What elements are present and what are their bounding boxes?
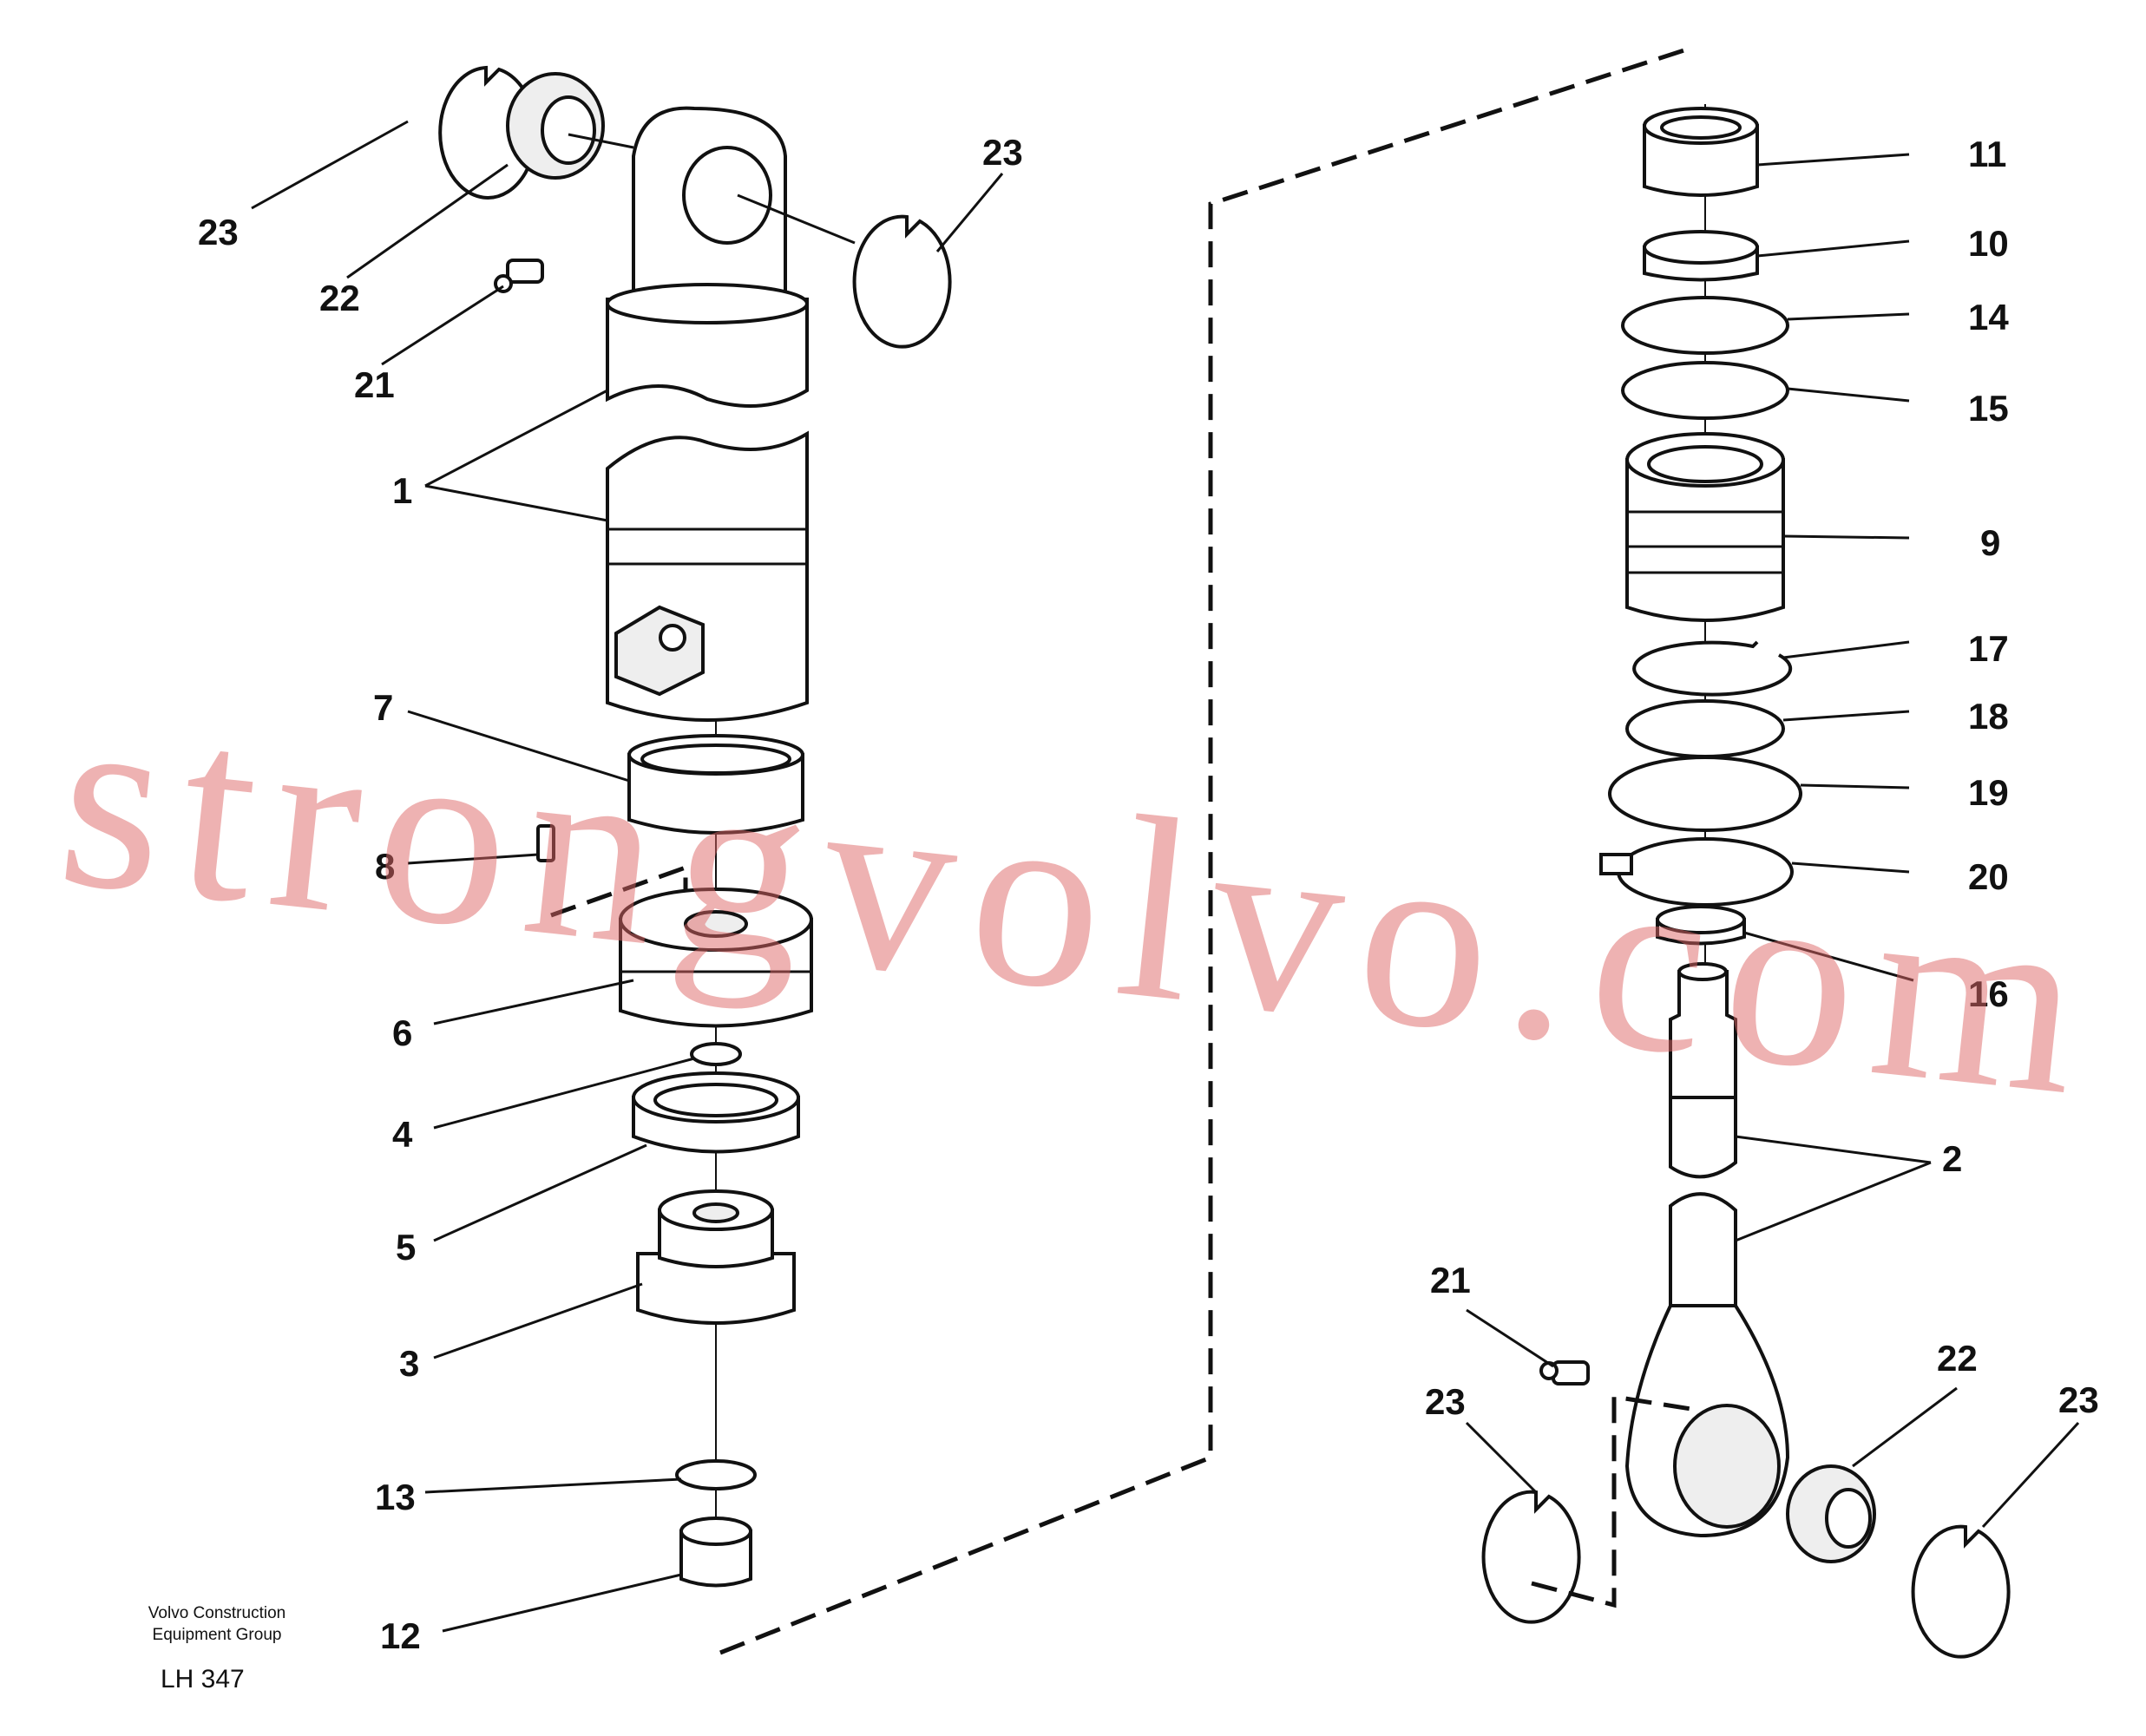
ring-16 — [1656, 905, 1746, 946]
label-left-1: 1 — [392, 470, 412, 511]
label-right-21: 21 — [1430, 1260, 1471, 1300]
o-ring-14 — [1621, 296, 1789, 355]
cylinder-head-9 — [1625, 432, 1785, 622]
dashed-link-line — [719, 45, 1693, 1655]
label-right-18: 18 — [1968, 696, 2009, 737]
grease-nipple-21-right — [1539, 1360, 1590, 1386]
label-right-23a: 23 — [1425, 1381, 1466, 1422]
label-right-15: 15 — [1968, 388, 2009, 429]
label-right-9: 9 — [1980, 522, 2000, 563]
label-left-8: 8 — [375, 846, 395, 887]
guide-ring-7 — [627, 734, 804, 835]
cylinder-assembly-left — [251, 65, 1004, 1633]
set-screw-8 — [536, 824, 555, 862]
label-right-11: 11 — [1968, 134, 2006, 174]
caption-line2: Equipment Group — [153, 1626, 282, 1644]
label-right-23b: 23 — [2058, 1379, 2099, 1420]
label-left-5: 5 — [396, 1227, 416, 1268]
cylinder-tube-upper — [606, 298, 809, 408]
seal-ring-13 — [675, 1459, 757, 1490]
piston-rod-assembly-right — [1465, 104, 2080, 1659]
label-left-22: 22 — [319, 278, 360, 318]
ring-5 — [632, 1071, 800, 1154]
caption-code: LH 347 — [161, 1665, 245, 1693]
publisher-caption: Volvo Construction Equipment Group LH 34… — [148, 1604, 285, 1693]
label-right-17: 17 — [1968, 628, 2009, 669]
part-number-labels: 23 22 21 1 7 8 6 4 5 3 13 12 23 11 10 14… — [198, 132, 2099, 1656]
ring-18 — [1625, 699, 1785, 758]
circlip-23-right-a — [1481, 1490, 1581, 1624]
seal-4 — [690, 1042, 742, 1066]
label-left-4: 4 — [392, 1114, 413, 1155]
label-right-2: 2 — [1942, 1138, 1962, 1179]
piston-6 — [619, 888, 813, 1028]
bushing-12 — [679, 1517, 752, 1588]
circlip-23-right-b — [1911, 1524, 2011, 1659]
gland-3 — [636, 1189, 796, 1325]
label-top-23: 23 — [982, 132, 1023, 173]
lock-ring-20 — [1599, 837, 1794, 907]
label-left-7: 7 — [373, 687, 393, 728]
label-left-12: 12 — [380, 1615, 421, 1656]
label-left-6: 6 — [392, 1012, 412, 1053]
piston-rod-2 — [1624, 962, 1790, 1538]
label-right-19: 19 — [1968, 772, 2009, 813]
label-left-23: 23 — [198, 212, 239, 252]
o-ring-15 — [1621, 361, 1789, 420]
label-right-20: 20 — [1968, 856, 2009, 897]
label-left-13: 13 — [375, 1477, 416, 1517]
watermark-text: strongvolvo.com — [49, 651, 2111, 1151]
label-right-16: 16 — [1968, 973, 2009, 1014]
label-right-22: 22 — [1937, 1338, 1978, 1379]
bushing-11 — [1643, 107, 1759, 197]
label-right-10: 10 — [1968, 223, 2009, 264]
circlip-23-mid — [852, 214, 952, 349]
label-left-21: 21 — [354, 364, 395, 405]
ring-10 — [1643, 230, 1759, 282]
label-right-14: 14 — [1968, 297, 2009, 337]
label-left-3: 3 — [399, 1343, 419, 1384]
caption-line1: Volvo Construction — [148, 1604, 285, 1622]
ring-19 — [1608, 756, 1802, 832]
split-ring-17 — [1632, 640, 1793, 697]
